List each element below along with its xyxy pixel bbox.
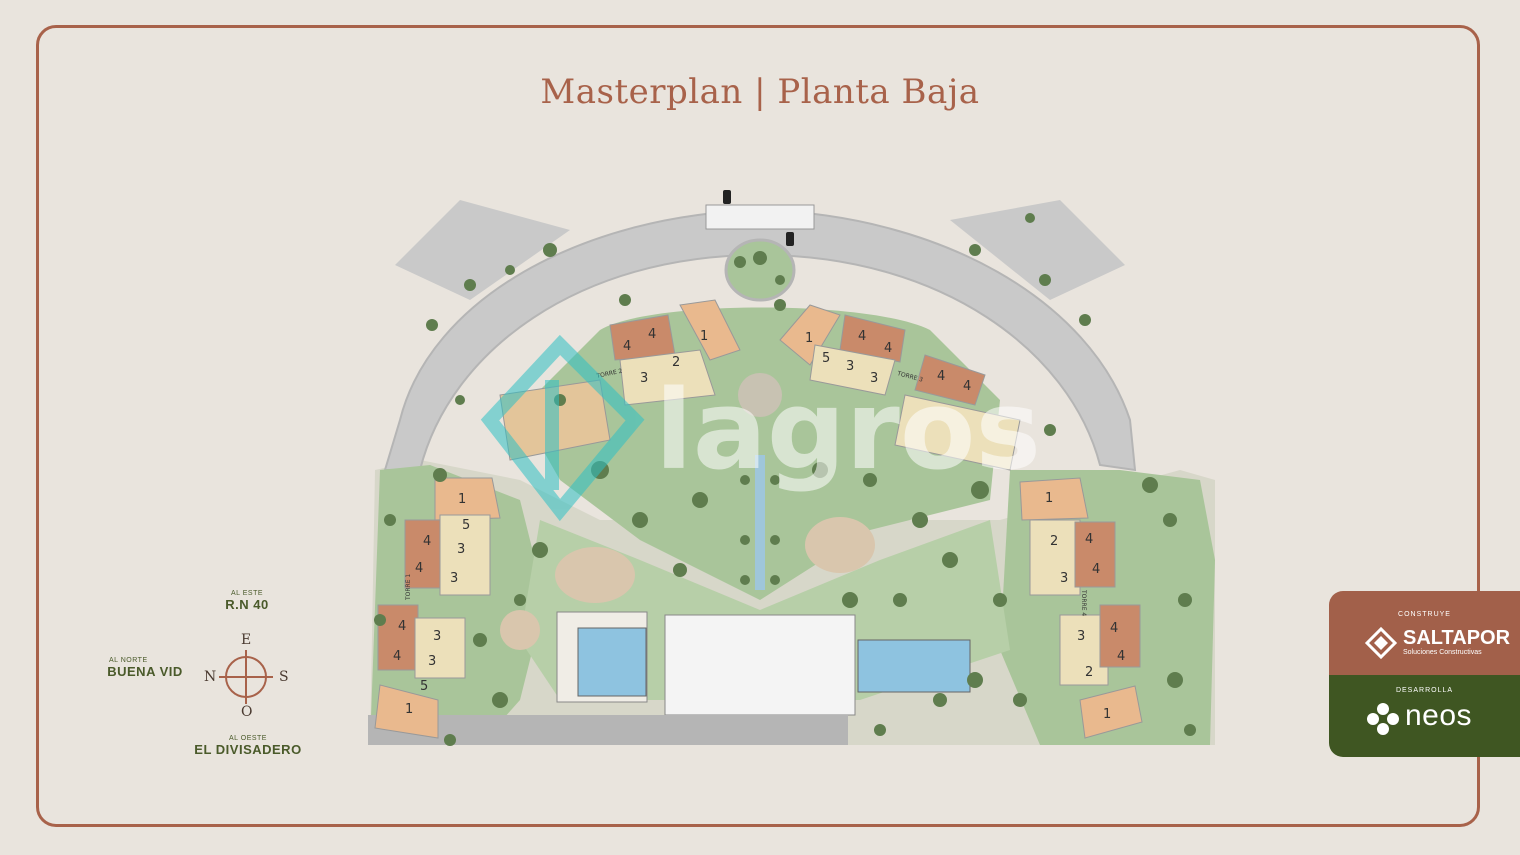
saltapor-logo-icon bbox=[1364, 626, 1398, 660]
clubhouse-center bbox=[664, 614, 856, 716]
unit-label: 4 bbox=[1117, 649, 1125, 664]
unit-label: 4 bbox=[937, 369, 945, 384]
unit-label: 4 bbox=[648, 327, 656, 342]
developer-caption: DESARROLLA bbox=[1395, 687, 1454, 694]
direction-north-label: BUENA VID bbox=[107, 664, 183, 679]
direction-north: AL NORTE BUENA VID bbox=[95, 657, 195, 679]
watermark-logo-icon bbox=[480, 334, 645, 522]
unit-label: 3 bbox=[870, 371, 878, 386]
unit-label: 2 bbox=[1085, 665, 1093, 680]
access-road bbox=[368, 715, 848, 745]
page-title: Masterplan | Planta Baja bbox=[540, 72, 980, 112]
builder-name: SALTAPOR bbox=[1403, 627, 1511, 649]
developer-panel: DESARROLLA neos bbox=[1329, 675, 1520, 757]
page-frame bbox=[36, 25, 1480, 827]
gatehouse bbox=[705, 204, 815, 230]
unit-label: 4 bbox=[1085, 532, 1093, 547]
unit-label: 3 bbox=[433, 629, 441, 644]
direction-north-caption: AL NORTE bbox=[109, 657, 148, 664]
unit-label: 4 bbox=[623, 339, 631, 354]
roundabout bbox=[724, 238, 796, 302]
builder-panel: CONSTRUYE SALTAPOR Soluciones Constructi… bbox=[1329, 591, 1520, 675]
direction-west-caption: AL OESTE bbox=[229, 735, 267, 742]
parking-arc bbox=[383, 208, 1137, 472]
tower-label-4: TORRE 4 bbox=[1080, 589, 1087, 616]
unit-label: 2 bbox=[1050, 534, 1058, 549]
unit-label: 5 bbox=[462, 518, 470, 533]
tower-label-1: TORRE 1 bbox=[405, 574, 412, 601]
compass-left: N bbox=[204, 669, 217, 685]
direction-east-caption: AL ESTE bbox=[230, 590, 264, 597]
tower-4 bbox=[1019, 477, 1143, 739]
central-plaza bbox=[738, 373, 782, 417]
unit-label: 5 bbox=[822, 351, 830, 366]
unit-label: 2 bbox=[672, 355, 680, 370]
unit-label: 3 bbox=[428, 654, 436, 669]
unit-label: 1 bbox=[1103, 707, 1111, 722]
unit-label: 3 bbox=[1077, 629, 1085, 644]
car-icon-2 bbox=[786, 232, 794, 246]
unit-label: 4 bbox=[393, 649, 401, 664]
unit-label: 4 bbox=[858, 329, 866, 344]
unit-label: 1 bbox=[805, 331, 813, 346]
water-channel bbox=[755, 455, 765, 590]
sand-patch-west bbox=[500, 610, 540, 650]
watermark-text: lagros bbox=[655, 366, 1041, 494]
direction-west: AL OESTE EL DIVISADERO bbox=[183, 735, 313, 757]
developer-name: neos bbox=[1405, 699, 1473, 732]
pool-left bbox=[577, 627, 647, 697]
unit-label: 4 bbox=[1110, 621, 1118, 636]
compass-bottom: O bbox=[241, 704, 253, 720]
tower-3 bbox=[779, 304, 1021, 471]
direction-east: AL ESTE R.N 40 bbox=[207, 590, 287, 612]
unit-label: 5 bbox=[420, 679, 428, 694]
pool-right bbox=[857, 639, 971, 693]
compass-top: E bbox=[241, 632, 252, 648]
tower-1 bbox=[374, 477, 501, 739]
unit-label: 3 bbox=[846, 359, 854, 374]
unit-label: 3 bbox=[450, 571, 458, 586]
unit-label: 3 bbox=[1060, 571, 1068, 586]
neos-logo-icon bbox=[1367, 703, 1399, 735]
unit-label: 4 bbox=[884, 341, 892, 356]
unit-label: 1 bbox=[1045, 491, 1053, 506]
unit-label: 1 bbox=[405, 702, 413, 717]
sand-patch-left bbox=[555, 547, 635, 603]
unit-label: 4 bbox=[963, 379, 971, 394]
car-icon-1 bbox=[723, 190, 731, 204]
direction-east-label: R.N 40 bbox=[225, 597, 269, 612]
direction-west-label: EL DIVISADERO bbox=[194, 742, 302, 757]
parking-right-wing bbox=[950, 200, 1125, 300]
compass-right: S bbox=[279, 669, 289, 685]
unit-label: 4 bbox=[415, 561, 423, 576]
unit-label: 4 bbox=[1092, 562, 1100, 577]
unit-label: 1 bbox=[458, 492, 466, 507]
sand-patch-right bbox=[805, 517, 875, 573]
builder-sub: Soluciones Constructivas bbox=[1403, 649, 1482, 656]
compass-rose-icon bbox=[219, 650, 273, 704]
unit-label: 4 bbox=[423, 534, 431, 549]
unit-label: 4 bbox=[398, 619, 406, 634]
builder-caption: CONSTRUYE bbox=[1398, 611, 1451, 618]
parking-left-wing bbox=[395, 200, 570, 300]
unit-label: 3 bbox=[640, 371, 648, 386]
unit-label: 1 bbox=[700, 329, 708, 344]
unit-label: 3 bbox=[457, 542, 465, 557]
